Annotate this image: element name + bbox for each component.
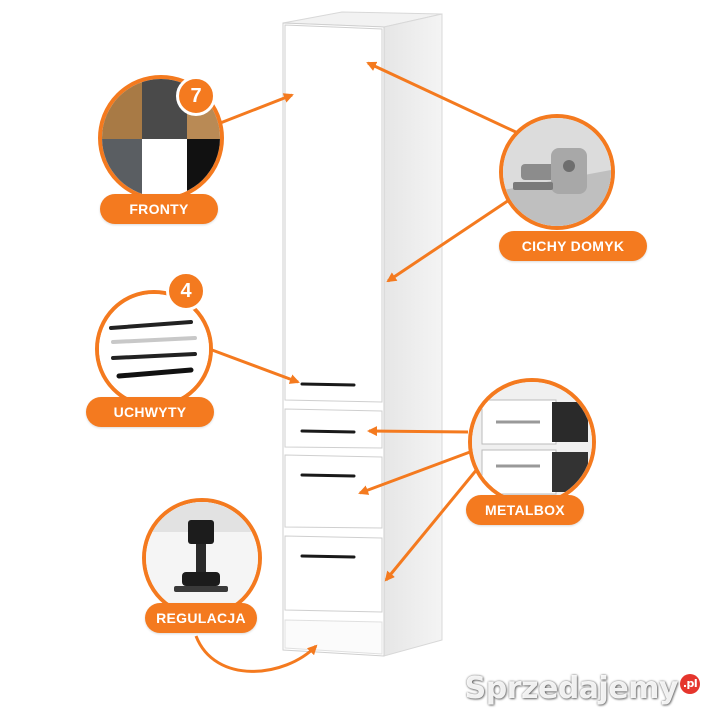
- cabinet-door: [284, 24, 383, 403]
- fronty-label: FRONTY: [100, 194, 218, 224]
- cabinet-plinth: [284, 619, 383, 655]
- watermark-brand: Sprzedajemy: [464, 671, 679, 706]
- watermark-tld: .pl: [680, 674, 700, 694]
- arrow-hinge-bottom: [386, 194, 516, 283]
- drawer-2: [284, 454, 383, 529]
- cabinet-side: [383, 13, 443, 657]
- metalbox-label: METALBOX: [466, 495, 584, 525]
- arrow-uchwyty: [203, 345, 300, 384]
- arrow-regulacja: [194, 635, 318, 673]
- drawer-3-handle: [300, 554, 356, 559]
- watermark-logo: Sprzedajemy.pl: [465, 671, 700, 706]
- arrow-metalbox-3: [384, 467, 480, 582]
- drawer-2-handle: [300, 473, 356, 478]
- cichy-domyk-label: CICHY DOMYK: [499, 231, 647, 261]
- hinge-image: [499, 114, 615, 230]
- leg-adjustment-image: [142, 498, 262, 618]
- fronty-count-badge: 7: [176, 76, 216, 116]
- handles-image: [95, 290, 213, 408]
- uchwyty-count-badge: 4: [166, 271, 206, 311]
- regulacja-label: REGULACJA: [145, 603, 257, 633]
- drawer-3: [284, 535, 383, 613]
- drawer-1: [284, 408, 383, 449]
- uchwyty-label: UCHWYTY: [86, 397, 214, 427]
- drawer-1-handle: [300, 429, 356, 434]
- arrow-metalbox-2: [358, 450, 471, 495]
- door-handle: [300, 382, 356, 387]
- arrow-hinge-top: [366, 61, 521, 136]
- arrow-metalbox-1: [367, 426, 469, 437]
- metalbox-image: [468, 378, 596, 506]
- arrow-fronty: [209, 93, 294, 129]
